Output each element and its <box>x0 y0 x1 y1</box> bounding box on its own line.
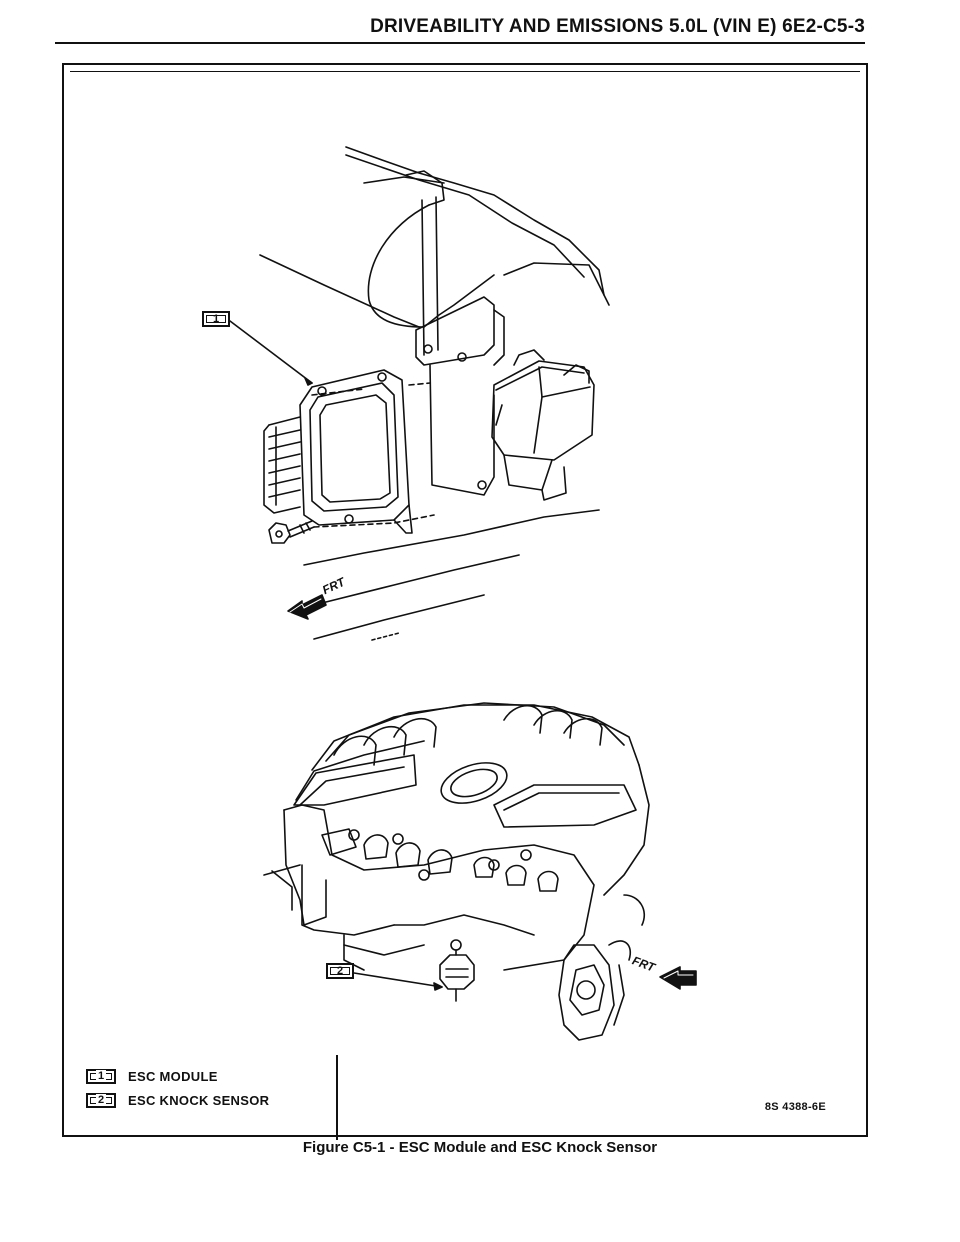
mounting-screw <box>268 520 315 544</box>
technical-illustration <box>229 146 697 1041</box>
page-title: DRIVEABILITY AND EMISSIONS 5.0L (VIN E) … <box>370 16 865 37</box>
legend-item-esc-knock-sensor: 2 ESC KNOCK SENSOR <box>86 1089 269 1111</box>
figure-frame: 1 2 FRT FRT 1 ESC MODULE 2 ESC KNOCK SEN… <box>62 63 868 1140</box>
firewall-drawing <box>229 146 610 641</box>
frt-arrow-lower <box>659 966 697 990</box>
figure-legend: 1 ESC MODULE 2 ESC KNOCK SENSOR <box>86 1055 338 1140</box>
legend-number-box: 1 <box>86 1068 116 1084</box>
frt-arrow-upper <box>287 594 327 620</box>
page-header: DRIVEABILITY AND EMISSIONS 5.0L (VIN E) … <box>55 14 865 44</box>
figure-caption: Figure C5-1 - ESC Module and ESC Knock S… <box>302 1139 658 1156</box>
esc-knock-sensor <box>439 939 475 1002</box>
engine-drawing <box>263 702 697 1041</box>
drawing-id: 8S 4388-6E <box>764 1101 826 1113</box>
callout-esc-knock-sensor: 2 <box>326 963 354 979</box>
legend-number-box: 2 <box>86 1092 116 1108</box>
legend-label: ESC MODULE <box>128 1068 218 1084</box>
frame-top-rule <box>70 71 860 72</box>
legend-item-esc-module: 1 ESC MODULE <box>86 1065 218 1087</box>
esc-module <box>263 369 413 534</box>
legend-label: ESC KNOCK SENSOR <box>128 1092 270 1108</box>
header-rule <box>55 42 865 44</box>
callout-esc-module: 1 <box>202 311 230 327</box>
